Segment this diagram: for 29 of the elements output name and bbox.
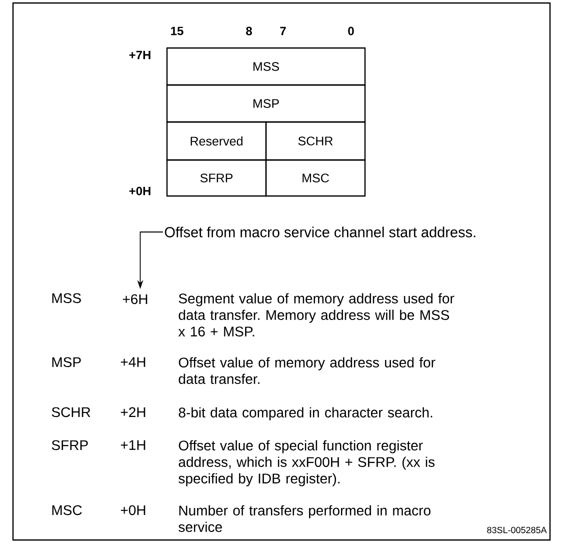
offset-value: +6H (122, 294, 148, 304)
offset-label: +7H (129, 50, 150, 60)
register-field: SFRP (166, 159, 267, 197)
description: Number of transfers performed in macro service (178, 505, 430, 532)
description: 8-bit data compared in character search. (178, 407, 432, 420)
bit-number: 8 (246, 26, 252, 36)
register-field: MSC (265, 159, 366, 197)
offset-label: +0H (129, 186, 150, 196)
bit-number: 0 (348, 26, 354, 36)
register-name: MSC (52, 505, 82, 516)
register-field: MSP (166, 84, 366, 123)
description: Offset value of memory address used for data transfer. (178, 357, 436, 384)
register-field: SCHR (265, 121, 366, 161)
register-name: MSS (52, 293, 81, 304)
offset-value: +4H (120, 357, 146, 367)
bit-number: 15 (171, 26, 184, 36)
offset-value: +0H (120, 505, 146, 516)
figure-id: 83SL-005285A (487, 526, 547, 534)
register-name: SFRP (52, 440, 88, 450)
bit-number: 7 (280, 26, 286, 36)
note-text: Offset from macro service channel start address. (164, 226, 476, 238)
register-field: MSS (166, 47, 366, 86)
description: Segment value of memory address used for data transfer. Memory address will be MSS x 16 + MSP. (178, 293, 454, 336)
register-field: Reserved (166, 121, 267, 161)
description: Offset value of special function register address, which is xxF00H + SFRP. (xx is specified by IDB register). (178, 440, 435, 486)
register-name: MSP (52, 357, 81, 368)
register-name: SCHR (52, 407, 90, 418)
offset-value: +1H (120, 440, 146, 450)
offset-value: +2H (120, 407, 146, 417)
